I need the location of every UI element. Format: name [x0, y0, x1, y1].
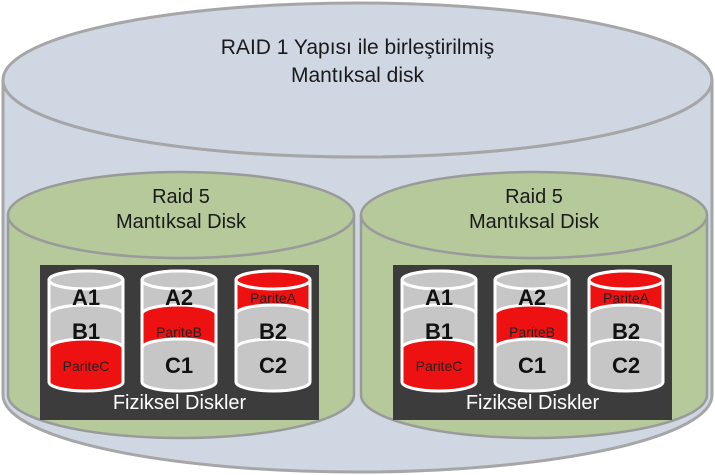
raid5-right-title-line1: Raid 5 — [505, 186, 563, 208]
disk-top — [493, 269, 571, 291]
data-block-label: B2 — [258, 319, 288, 344]
data-block-label: A1 — [71, 285, 101, 310]
raid1-title-line1: RAID 1 Yapısı ile birleştirilmiş — [220, 36, 495, 59]
data-block-label: C2 — [611, 353, 641, 378]
data-block-label: B1 — [424, 319, 454, 344]
parity-block-label: PariteA — [603, 290, 649, 306]
disk-top — [140, 269, 218, 291]
disk-top — [47, 269, 125, 291]
disk-segment — [47, 337, 125, 393]
data-block-label: C2 — [258, 353, 288, 378]
raid5-cylinder-left-top — [6, 170, 356, 260]
disk-top — [234, 269, 312, 291]
data-block-label: A1 — [424, 285, 454, 310]
data-block-label: B2 — [611, 319, 641, 344]
disk-top — [400, 269, 478, 291]
disk-segment — [234, 337, 312, 393]
raid5-right-title-line2: Mantıksal Disk — [468, 211, 600, 233]
parity-block-label: PariteC — [62, 358, 110, 374]
data-block-label: B1 — [71, 319, 101, 344]
disk-segment — [587, 337, 665, 393]
physical-disks-label-right: Fiziksel Diskler — [465, 392, 600, 414]
raid5-left-title-line1: Raid 5 — [152, 186, 210, 208]
data-block-label: A2 — [517, 285, 547, 310]
raid5-left-title: Raid 5 Mantıksal Disk — [8, 185, 354, 235]
disk-segment — [400, 337, 478, 393]
raid5-right-title: Raid 5 Mantıksal Disk — [361, 185, 707, 235]
raid1-title: RAID 1 Yapısı ile birleştirilmiş Mantıks… — [0, 34, 715, 90]
parity-block-label: PariteB — [156, 324, 202, 340]
raid1-cylinder-top — [1, 1, 714, 159]
parity-block-label: PariteA — [250, 290, 296, 306]
raid1-title-line2: Mantıksal disk — [290, 64, 425, 87]
disk-segment — [140, 337, 218, 393]
data-block-label: C1 — [164, 353, 194, 378]
disk-top — [587, 269, 665, 291]
disk-segment — [493, 337, 571, 393]
data-block-label: A2 — [164, 285, 194, 310]
raid5-cylinder-right-top — [359, 170, 709, 260]
physical-disks-label-left: Fiziksel Diskler — [112, 392, 247, 414]
parity-block-label: PariteB — [509, 324, 555, 340]
raid5-left-title-line2: Mantıksal Disk — [115, 211, 247, 233]
data-block-label: C1 — [517, 353, 547, 378]
parity-block-label: PariteC — [415, 358, 463, 374]
